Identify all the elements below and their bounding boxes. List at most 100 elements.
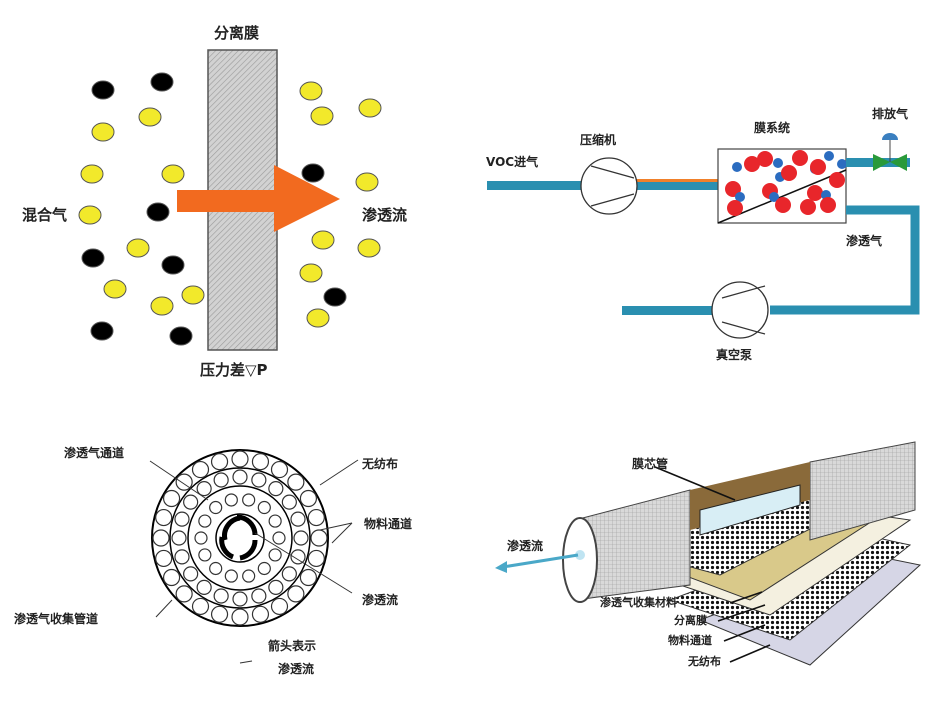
air-molecule: [773, 158, 783, 168]
permeate-gas-label: 渗透气: [846, 234, 883, 248]
air-molecule: [769, 192, 779, 202]
channel-cell: [307, 549, 325, 568]
channel-cell: [232, 469, 248, 485]
air-molecule: [735, 192, 745, 202]
channel-cell: [290, 511, 306, 527]
channel-cell: [162, 489, 181, 508]
channel-cell: [194, 531, 208, 545]
vacuum-pump-symbol: [711, 281, 769, 339]
core-tube: [699, 484, 801, 536]
channel-cell: [268, 514, 282, 528]
fast-gas-molecule: [310, 106, 334, 126]
channel-cell: [210, 453, 229, 471]
slow-gas-molecule: [323, 287, 347, 307]
layer-label-collection: 渗透气收集材料: [600, 596, 677, 609]
permeate-outlet-arrow: [502, 553, 579, 569]
channel-cell: [299, 568, 318, 587]
channel-cell: [257, 500, 271, 515]
fast-gas-molecule: [80, 164, 104, 184]
channel-cell: [162, 568, 181, 587]
slow-gas-molecule: [301, 163, 325, 183]
voc-molecule: [829, 172, 845, 188]
fast-gas-molecule: [358, 98, 382, 118]
module-ring: [187, 485, 293, 591]
slow-gas-molecule: [146, 202, 170, 222]
channel-cell: [251, 472, 267, 488]
channel-cell: [213, 472, 229, 488]
voc-molecule: [781, 165, 797, 181]
voc-molecule: [775, 197, 791, 213]
channel-cell: [268, 548, 282, 562]
membrane-system-label: 膜系统: [754, 121, 791, 135]
permeate-pipe: [770, 205, 920, 315]
channel-cell: [268, 481, 284, 497]
fast-gas-molecule: [299, 263, 323, 283]
flow-arrow: [177, 165, 340, 232]
channel-cell: [281, 566, 297, 582]
channel-cell: [213, 588, 229, 604]
voc-molecule: [744, 156, 760, 172]
arrow-note-line1: 箭头表示: [268, 639, 317, 653]
fast-gas-molecule: [306, 308, 330, 328]
channel-cell: [287, 585, 305, 603]
voc-molecule: [792, 150, 808, 166]
channel-cell: [232, 591, 248, 607]
channel-cell: [174, 549, 190, 565]
permeate-flow-label: 渗透流: [507, 539, 544, 553]
air-molecule: [824, 151, 834, 161]
voc-inlet-label: VOC进气: [486, 155, 539, 169]
fast-gas-molecule: [355, 172, 379, 192]
slow-gas-molecule: [91, 80, 115, 100]
channel-cell: [224, 493, 238, 507]
channel-cell: [270, 460, 289, 479]
nonwoven-label: 无纺布: [362, 457, 399, 471]
channel-cell: [191, 597, 210, 616]
channel-cell: [210, 605, 229, 623]
compressed-pipe: [634, 181, 720, 190]
channel-cell: [155, 508, 173, 527]
permeate-flow-label: 渗透流: [362, 593, 399, 607]
module-ring: [169, 467, 311, 609]
exhaust-label: 排放气: [872, 107, 909, 121]
channel-cell: [293, 530, 309, 546]
exhaust-valve: [873, 154, 890, 171]
collection-tube-label: 渗透气收集管道: [14, 612, 99, 626]
compressor-symbol: [580, 157, 638, 215]
arrow-note-line2: 渗透流: [278, 662, 315, 676]
mixed-gas-label: 混合气: [22, 206, 68, 224]
panel1-graphic: [78, 49, 382, 351]
channel-cell: [290, 549, 306, 565]
channel-cell: [281, 494, 297, 510]
pressure-difference-label: 压力差▽P: [200, 361, 268, 379]
channel-cell: [175, 473, 193, 491]
module-ring: [151, 449, 329, 627]
voc-molecule: [800, 199, 816, 215]
channel-cell: [155, 549, 173, 568]
fast-gas-molecule: [150, 296, 174, 316]
channel-cell: [268, 579, 284, 595]
panel2-graphic: [487, 133, 920, 339]
slow-gas-molecule: [90, 321, 114, 341]
fast-gas-molecule: [126, 238, 150, 258]
channel-cell: [196, 481, 212, 497]
feed-channel-label: 物料通道: [364, 517, 413, 531]
channel-cell: [231, 450, 249, 468]
channel-cell: [257, 561, 271, 576]
fast-gas-molecule: [78, 205, 102, 225]
voc-molecule: [727, 200, 743, 216]
fast-gas-molecule: [161, 164, 185, 184]
vacuum-pump-label: 真空泵: [716, 348, 753, 362]
voc-molecule: [757, 151, 773, 167]
layer-label-feed-channel: 物料通道: [668, 634, 712, 647]
voc-molecule: [810, 159, 826, 175]
channel-cell: [310, 529, 328, 547]
channel-cell: [198, 514, 212, 528]
slow-gas-molecule: [150, 72, 174, 92]
inlet-pipe: [487, 181, 587, 190]
channel-cell: [307, 508, 325, 527]
channel-cell: [251, 588, 267, 604]
layer-label-nonwoven: 无纺布: [688, 655, 721, 668]
air-molecule: [837, 159, 847, 169]
vacuum-outlet-pipe: [622, 306, 714, 315]
permeate-flow-label: 渗透流: [362, 206, 408, 224]
